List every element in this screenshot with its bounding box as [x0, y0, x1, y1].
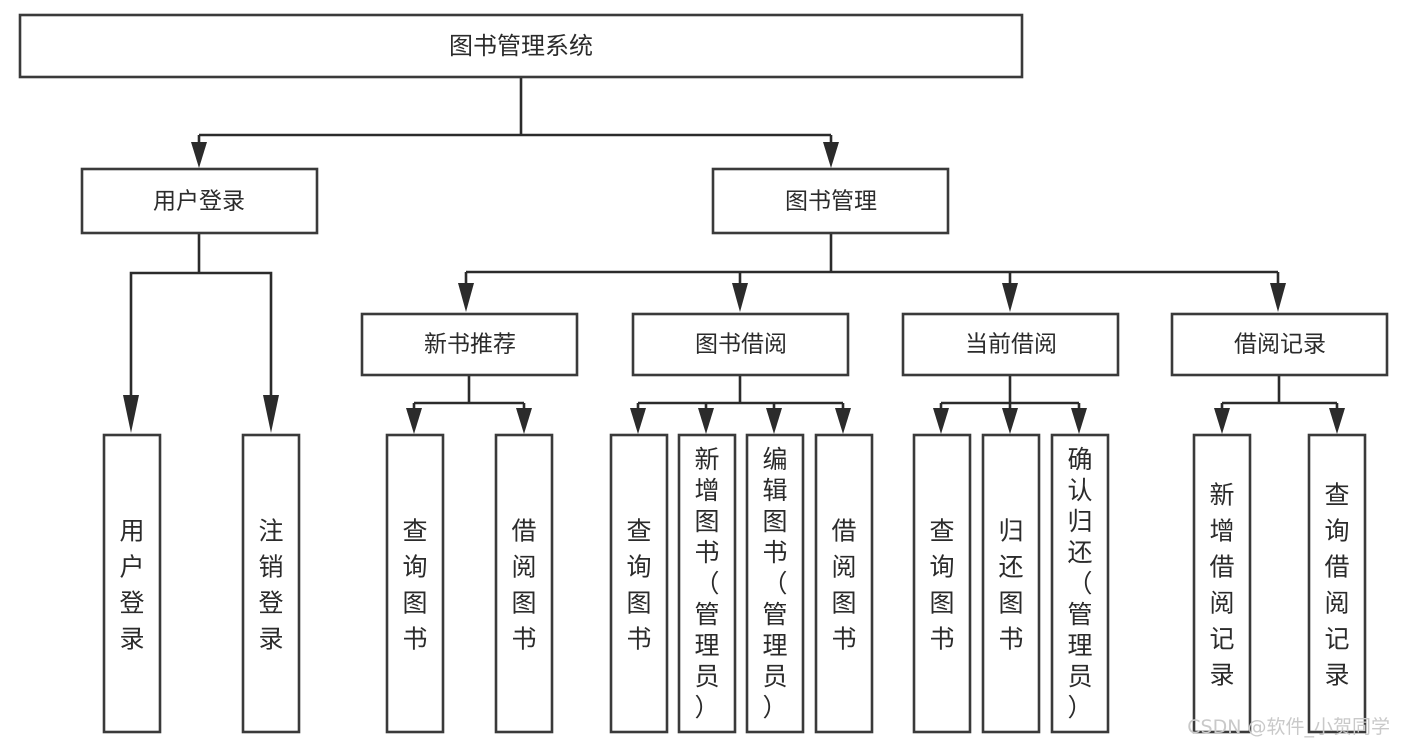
csdn-watermark: CSDN @软件_小贺同学: [1187, 716, 1390, 738]
leaf-add-record-box[interactable]: [1192, 433, 1252, 734]
leaf-return-book-box[interactable]: [981, 433, 1041, 734]
root-box[interactable]: [18, 13, 1024, 79]
leaf-user-login-label: 用户登录: [119, 517, 144, 654]
node-book-borrow[interactable]: 图书借阅: [631, 312, 850, 377]
arrow-to-leaf-query-record: [1329, 408, 1345, 434]
leaf-return-book-label: 归还图书: [998, 517, 1023, 654]
node-leaf-query-record[interactable]: 查询借阅记录: [1307, 433, 1367, 734]
node-leaf-user-login[interactable]: 用户登录: [102, 433, 162, 734]
arrow-to-leaf-user-login: [123, 395, 139, 433]
node-leaf-confirm-return[interactable]: 确认归还（管理员）: [1050, 433, 1110, 734]
leaf-confirm-return-label: 确认归还（管理员）: [1067, 445, 1092, 722]
arrow-to-leaf-confirm-return: [1071, 408, 1087, 434]
node-book-manage[interactable]: 图书管理: [711, 167, 950, 235]
arrow-to-book-borrow: [732, 283, 748, 312]
arrow-to-leaf-query-book-1: [406, 408, 422, 434]
edge-layer: [123, 78, 1345, 434]
node-leaf-borrow-book-2[interactable]: 借阅图书: [814, 433, 874, 734]
leaf-edit-book-label: 编辑图书（管理员）: [762, 445, 787, 722]
edge-userlogin-stem: [129, 271, 199, 395]
edge-userlogin-stem2: [199, 271, 273, 395]
leaf-add-record-label: 新增借阅记录: [1209, 481, 1234, 690]
leaf-borrow-book-2-box[interactable]: [814, 433, 874, 734]
node-leaf-add-book[interactable]: 新增图书（管理员）: [677, 433, 737, 734]
arrow-to-leaf-query-book-2: [630, 408, 646, 434]
leaf-query-record-label: 查询借阅记录: [1324, 481, 1349, 690]
arrow-root-to-user-login: [191, 142, 207, 168]
leaf-user-login-box[interactable]: [102, 433, 162, 734]
root-label: 图书管理系统: [449, 32, 593, 60]
arrow-to-current-borrow: [1002, 283, 1018, 312]
arrow-to-leaf-borrow-book-2: [835, 408, 851, 434]
arrow-to-leaf-return-book: [1002, 408, 1018, 434]
node-leaf-return-book[interactable]: 归还图书: [981, 433, 1041, 734]
arrow-to-leaf-logout: [263, 395, 279, 433]
leaf-borrow-book-1-box[interactable]: [494, 433, 554, 734]
node-leaf-borrow-book-1[interactable]: 借阅图书: [494, 433, 554, 734]
arrow-to-new-book-recommend: [458, 283, 474, 312]
node-user-login[interactable]: 用户登录: [80, 167, 319, 235]
leaf-query-record-box[interactable]: [1307, 433, 1367, 734]
node-leaf-query-book-3[interactable]: 查询图书: [912, 433, 972, 734]
arrow-to-leaf-query-book-3: [933, 408, 949, 434]
leaf-borrow-book-1-label: 借阅图书: [511, 517, 536, 654]
arrow-to-leaf-add-book: [698, 408, 714, 434]
leaf-edit-book-box[interactable]: [745, 433, 805, 734]
leaf-add-book-label: 新增图书（管理员）: [694, 445, 719, 722]
leaf-query-book-3-box[interactable]: [912, 433, 972, 734]
node-leaf-edit-book[interactable]: 编辑图书（管理员）: [745, 433, 805, 734]
book-manage-label: 图书管理: [785, 189, 877, 215]
leaf-query-book-1-box[interactable]: [385, 433, 445, 734]
node-current-borrow[interactable]: 当前借阅: [901, 312, 1120, 377]
node-leaf-query-book-1[interactable]: 查询图书: [385, 433, 445, 734]
leaf-query-book-1-label: 查询图书: [402, 517, 427, 654]
leaf-logout-box[interactable]: [241, 433, 301, 734]
new-book-recommend-box[interactable]: [360, 312, 579, 377]
node-root[interactable]: 图书管理系统: [18, 13, 1024, 79]
leaf-confirm-return-box[interactable]: [1050, 433, 1110, 734]
leaf-logout-label: 注销登录: [258, 517, 283, 654]
book-borrow-box[interactable]: [631, 312, 850, 377]
user-login-box[interactable]: [80, 167, 319, 235]
node-borrow-record[interactable]: 借阅记录: [1170, 312, 1389, 377]
leaf-add-book-box[interactable]: [677, 433, 737, 734]
arrow-root-to-book-manage: [823, 142, 839, 168]
book-manage-box[interactable]: [711, 167, 950, 235]
book-borrow-label: 图书借阅: [695, 332, 787, 358]
leaf-query-book-3-label: 查询图书: [929, 517, 954, 654]
current-borrow-label: 当前借阅: [965, 332, 1057, 358]
leaf-query-book-2-box[interactable]: [609, 433, 669, 734]
borrow-record-label: 借阅记录: [1234, 332, 1326, 358]
arrow-to-leaf-borrow-book-1: [516, 408, 532, 434]
node-new-book-recommend[interactable]: 新书推荐: [360, 312, 579, 377]
borrow-record-box[interactable]: [1170, 312, 1389, 377]
node-leaf-logout[interactable]: 注销登录: [241, 433, 301, 734]
node-leaf-add-record[interactable]: 新增借阅记录: [1192, 433, 1252, 734]
leaf-borrow-book-2-label: 借阅图书: [831, 517, 856, 654]
arrow-to-leaf-edit-book: [766, 408, 782, 434]
arrow-to-borrow-record: [1270, 283, 1286, 312]
leaf-query-book-2-label: 查询图书: [626, 517, 651, 654]
current-borrow-box[interactable]: [901, 312, 1120, 377]
arrow-to-leaf-add-record: [1214, 408, 1230, 434]
node-leaf-query-book-2[interactable]: 查询图书: [609, 433, 669, 734]
user-login-label: 用户登录: [153, 189, 245, 215]
new-book-recommend-label: 新书推荐: [424, 332, 516, 358]
